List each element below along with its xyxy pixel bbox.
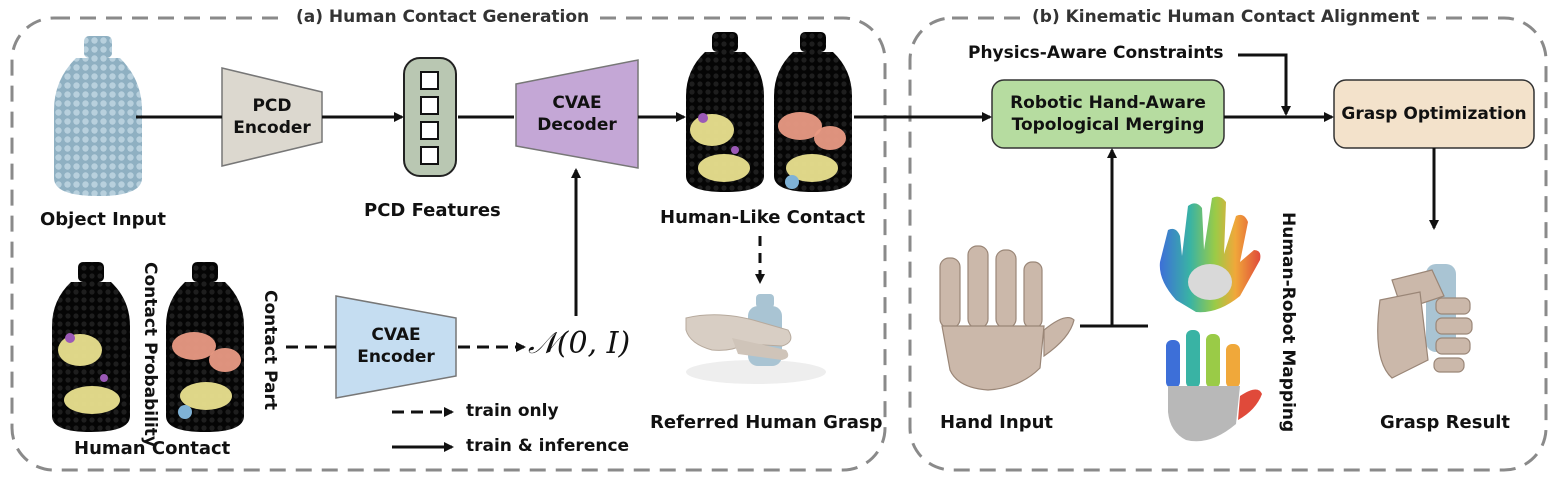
cvae-encoder-block (335, 295, 457, 399)
pcd-encoder-label: PCD Encoder (222, 95, 322, 139)
section-b-title: (b) Kinematic Human Contact Alignment (1024, 7, 1428, 27)
human-contact-bottle-2-icon (166, 262, 244, 432)
grasp-optimization-label: Grasp Optimization (1341, 104, 1527, 124)
pcd-encoder-label-line1: PCD (252, 96, 292, 116)
robot-hand-mapping-icon (1166, 330, 1262, 442)
section-a-title: (a) Human Contact Generation (288, 7, 598, 27)
normal-distribution-label: 𝒩(0, I) (528, 326, 631, 361)
referred-human-grasp-icon (685, 294, 826, 384)
grasp-result-label: Grasp Result (1380, 412, 1511, 433)
contact-probability-label: Contact Probability (140, 262, 160, 447)
contact-part-label: Contact Part (260, 290, 280, 410)
merging-label-line2: Topological Merging (1011, 115, 1205, 135)
robot-hand-input-icon (939, 245, 1075, 391)
referred-human-grasp-label: Referred Human Grasp (650, 412, 883, 433)
pcd-features-block (403, 57, 457, 177)
pcd-encoder-block (221, 67, 323, 167)
cvae-decoder-label-line2: Decoder (537, 115, 617, 135)
human-contact-label: Human Contact (74, 438, 231, 459)
pcd-encoder-label-line2: Encoder (233, 118, 311, 138)
cvae-encoder-label-line2: Encoder (357, 347, 435, 367)
legend-train-only-label: train only (466, 401, 559, 421)
cvae-decoder-block (515, 59, 639, 169)
human-hand-mapping-icon (1159, 196, 1261, 313)
object-input-bottle-icon (54, 36, 142, 196)
legend-train-inference-label: train & inference (466, 436, 630, 456)
merging-label-line1: Robotic Hand-Aware (1010, 93, 1206, 113)
object-input-label: Object Input (40, 209, 166, 230)
grasp-result-icon (1377, 264, 1473, 379)
cvae-encoder-label-line1: CVAE (371, 325, 421, 345)
merging-label: Robotic Hand-Aware Topological Merging (992, 92, 1224, 136)
cvae-encoder-label: CVAE Encoder (336, 324, 456, 368)
human-robot-mapping-label: Human-Robot Mapping (1278, 212, 1298, 433)
human-like-contact-bottle-2-icon (774, 32, 852, 192)
human-like-contact-bottle-1-icon (686, 32, 764, 192)
hand-input-label: Hand Input (940, 412, 1053, 433)
cvae-decoder-label: CVAE Decoder (516, 92, 638, 136)
cvae-decoder-label-line1: CVAE (552, 93, 602, 113)
physics-constraints-label: Physics-Aware Constraints (968, 43, 1224, 63)
pcd-features-label: PCD Features (364, 200, 501, 221)
human-like-contact-label: Human-Like Contact (660, 207, 866, 228)
human-contact-bottle-1-icon (52, 262, 130, 432)
